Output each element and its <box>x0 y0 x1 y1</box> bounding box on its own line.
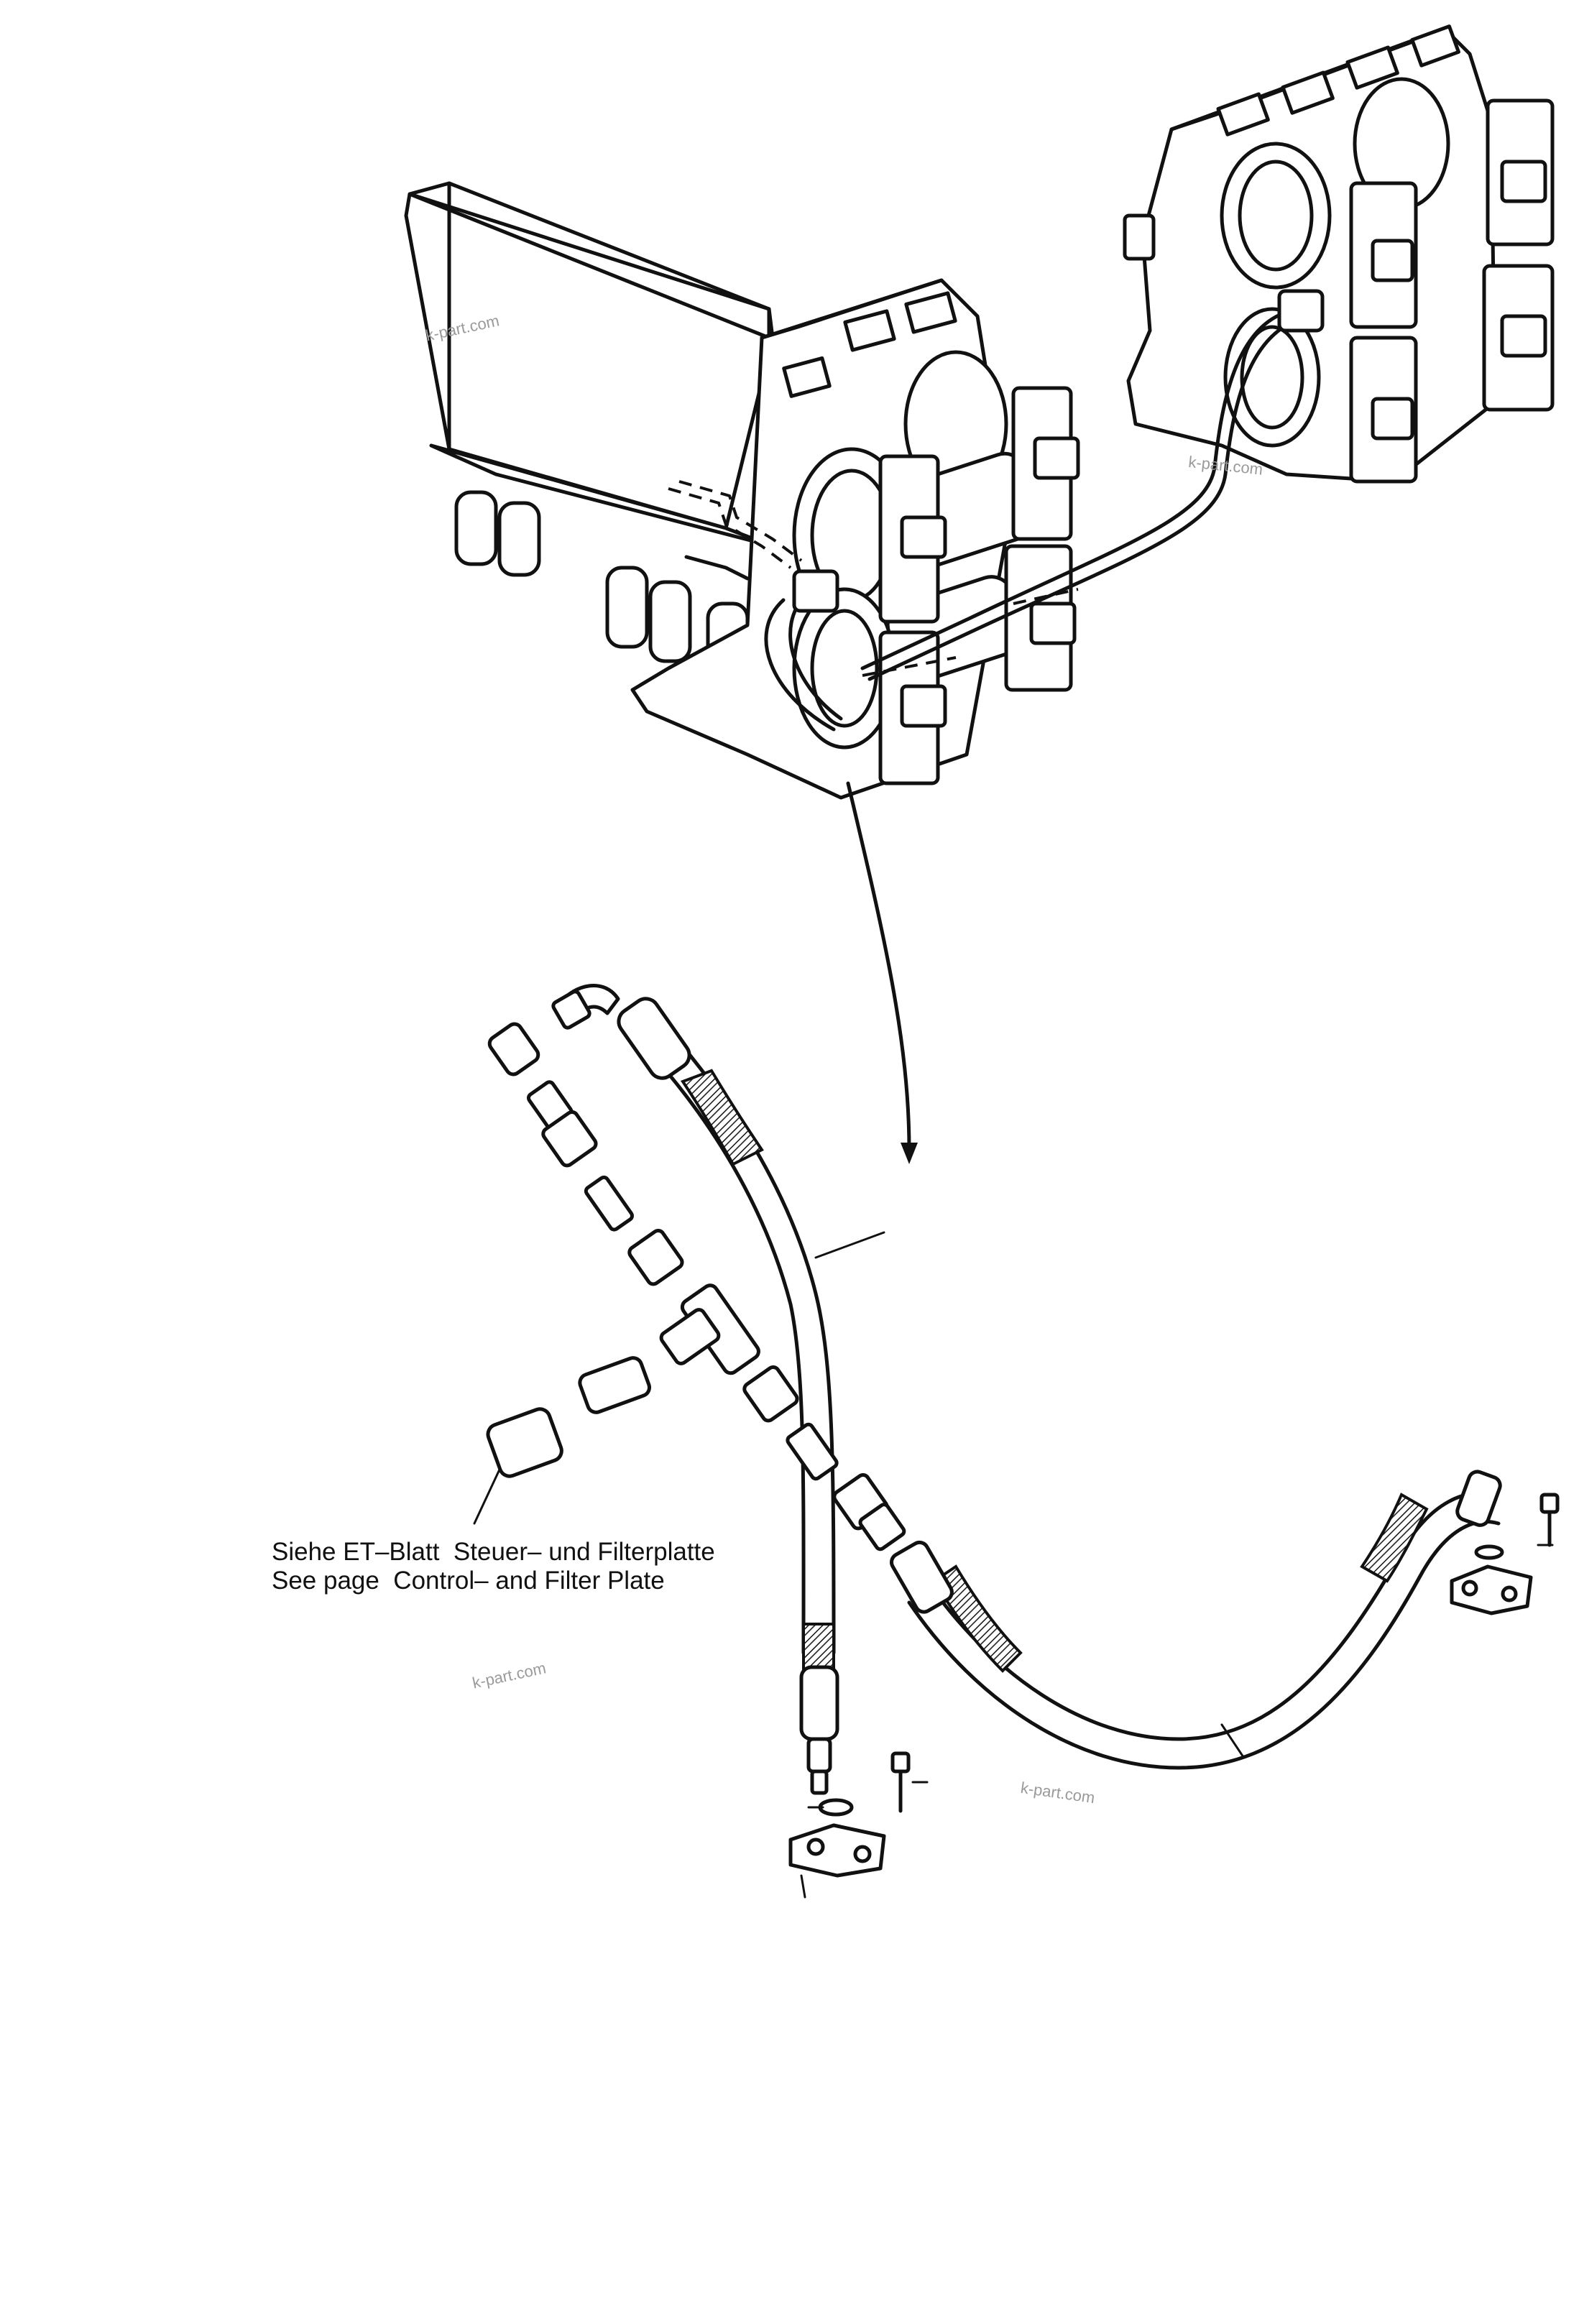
flange-clamp-right <box>1450 1493 1560 1615</box>
exploded-view <box>473 984 1560 1899</box>
machine-overview <box>404 24 1555 1164</box>
hose-assembly-2 <box>890 1470 1502 1770</box>
overview-hose-routing <box>668 289 1325 732</box>
note-leader-line <box>473 1468 501 1525</box>
reference-note-german: Siehe ET–Blatt Steuer– und Filterplatte <box>272 1538 715 1566</box>
flange-clamp-left <box>788 1751 929 1899</box>
hose-assembly-1 <box>551 984 885 1795</box>
filter-cartridges <box>454 490 750 685</box>
callout-arrow <box>846 781 918 1164</box>
quick-coupling <box>486 1356 651 1478</box>
rear-gearbox <box>1123 24 1555 484</box>
reference-note-english: See page Control– and Filter Plate <box>272 1567 665 1595</box>
fitting-chain <box>486 1022 906 1551</box>
control-filter-plate <box>404 181 775 685</box>
